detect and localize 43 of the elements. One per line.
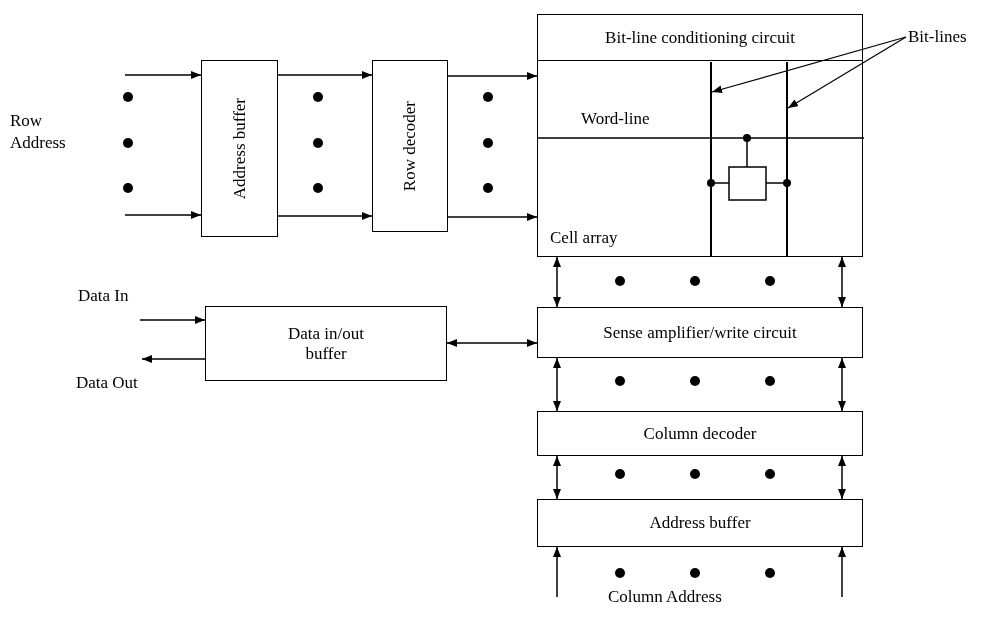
double-arrow [553, 256, 561, 308]
block-box [537, 411, 863, 456]
double-arrow [838, 357, 846, 412]
block-box [537, 60, 863, 257]
arrow [141, 355, 206, 363]
block-label: Data in/out buffer [287, 323, 365, 364]
block-label: Cell array [550, 228, 618, 248]
block-box [537, 307, 863, 358]
double-arrow [446, 339, 538, 347]
block-label: Row decoder [400, 100, 420, 192]
block-box [372, 60, 448, 232]
text-label: Word-line [581, 108, 650, 130]
block-label: Bit-lines [908, 27, 967, 47]
double-arrow [838, 455, 846, 500]
block-label: Address buffer [649, 513, 751, 533]
leader-line [711, 36, 907, 94]
arrow [553, 546, 561, 598]
block-label: Sense amplifier/write circuit [603, 322, 797, 343]
double-arrow [838, 256, 846, 308]
arrow [447, 213, 538, 221]
arrow [277, 212, 373, 220]
text-label: Row Address [10, 110, 67, 155]
block-label: Bit-line conditioning circuit [605, 27, 795, 48]
block-box [537, 14, 863, 61]
arrow [124, 71, 202, 79]
arrow [277, 71, 373, 79]
arrow [124, 211, 202, 219]
leader-line [787, 36, 907, 109]
text-label: Data Out [76, 372, 138, 394]
arrow [447, 72, 538, 80]
arrow [139, 316, 206, 324]
block-box [537, 499, 863, 547]
text-label: Column Address [608, 586, 722, 608]
block-label: Address buffer [229, 97, 250, 200]
bit-line [786, 62, 788, 257]
block-box [205, 306, 447, 381]
text-label: Data In [78, 285, 129, 307]
bit-line [710, 62, 712, 257]
double-arrow [553, 357, 561, 412]
block-box [201, 60, 278, 237]
block-label: Column decoder [643, 423, 757, 444]
arrow [838, 546, 846, 598]
double-arrow [553, 455, 561, 500]
